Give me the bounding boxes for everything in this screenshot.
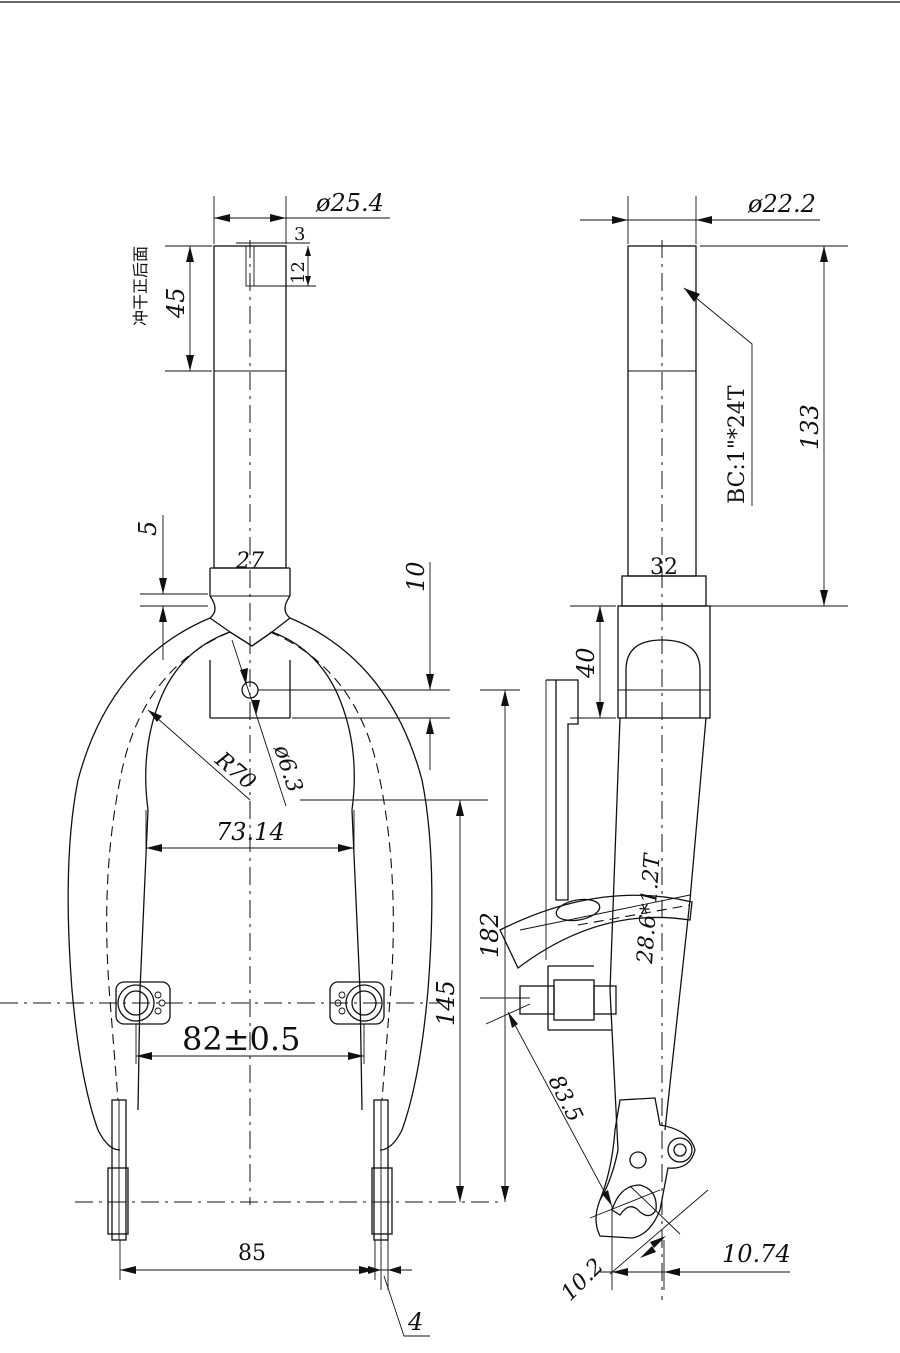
dim-hole-offset: 10: [402, 561, 430, 592]
dim-dropout-thickness: 4: [407, 1308, 423, 1336]
side-dimensions: ø22.2 BC:1"*24T 133 32 40 28.6*1.2T 83.5: [485, 190, 848, 1306]
dim-crown-offset: 5: [134, 521, 162, 536]
right-brake-boss: [329, 981, 385, 1025]
dim-axle-distance: 83.5: [543, 1071, 588, 1126]
dim-boss-spacing: 82±0.5: [182, 1020, 300, 1058]
side-view: [480, 240, 711, 1300]
thread-spec: BC:1"*24T: [725, 385, 750, 504]
dim-dropout-spacing: 85: [238, 1241, 266, 1266]
dim-crown-height: 40: [572, 647, 600, 679]
front-view: [0, 240, 500, 1241]
dim-slot-depth: 12: [288, 261, 309, 284]
dim-slot-width: 3: [294, 224, 305, 245]
punch-note: 冲干正后面: [131, 246, 150, 326]
side-dropout: [595, 1097, 696, 1239]
brake-arm: [546, 679, 579, 901]
dim-crown-radius: R70: [209, 747, 260, 795]
dim-blade-tube: 28.6*1.2T: [633, 851, 666, 965]
dim-steerer-length: 133: [796, 404, 824, 450]
dim-crown-width-side: 32: [650, 555, 678, 580]
dim-brake-height: 145: [432, 980, 460, 1026]
dim-dropout-offset-2: 10.74: [722, 1240, 791, 1268]
dim-steerer-diameter-side: ø22.2: [747, 190, 816, 218]
dim-fork-length: 182: [476, 912, 504, 958]
left-dropout: [107, 1099, 129, 1241]
dim-threaded-length: 45: [162, 287, 190, 319]
right-dropout: [371, 1099, 393, 1241]
front-dimensions: ø25.4 3 12 45 冲干正后面 5 27 10: [119, 189, 520, 1337]
dim-inner-width: 73.14: [216, 818, 285, 846]
dim-crown-width-front: 27: [235, 549, 264, 574]
dim-dropout-offset-1: 10.2: [557, 1254, 609, 1306]
dim-steerer-diameter-front: ø25.4: [315, 189, 384, 217]
left-brake-boss: [115, 981, 171, 1025]
